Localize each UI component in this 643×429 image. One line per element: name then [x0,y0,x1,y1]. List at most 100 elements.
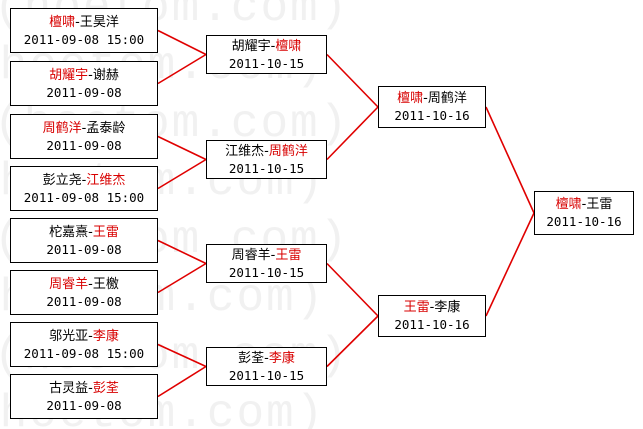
player-name: 王檄 [92,276,119,292]
match-date: 2011-09-08 [46,241,122,257]
winner-name: 王雷 [403,300,430,315]
separator: - [270,247,276,263]
separator: - [88,67,93,83]
match-players: 彭荃-李康 [238,350,295,367]
winner-name: 江维杰 [86,172,126,188]
connector-line [326,106,379,161]
match-players: 周睿羊-王檄 [49,276,119,293]
separator: - [88,276,93,292]
separator: - [88,380,93,396]
connector-line [157,343,207,368]
player-name: 周睿羊 [231,247,271,263]
winner-name: 檀啸 [555,197,582,212]
match-date: 2011-09-08 15:00 [23,345,145,361]
match-date: 2011-09-08 [46,137,122,153]
separator: - [81,120,87,136]
match-date: 2011-09-08 [46,293,122,309]
match-players: 檀啸-周鹤洋 [397,90,467,107]
connector-line [485,212,535,317]
match-players: 邬光亚-李康 [49,328,119,345]
connector-line [157,365,207,398]
separator: - [581,197,587,212]
player-name: 古灵益 [49,380,89,396]
connector-line [157,53,207,85]
player-name: 周鹤洋 [427,91,467,106]
match-players: 胡耀宇-檀啸 [232,38,302,55]
winner-name: 周鹤洋 [268,143,308,159]
separator: - [81,172,87,188]
winner-name: 周鹤洋 [42,120,82,136]
winner-name: 檀啸 [49,14,76,30]
player-name: 谢赫 [92,67,119,83]
match-players: 古灵益-彭荃 [49,380,119,397]
match-players: 周睿羊-王雷 [232,247,302,264]
match-date: 2011-10-15 [228,160,305,176]
connector-line [326,53,379,108]
match-date: 2011-10-16 [546,214,622,229]
player-name: 邬光亚 [49,328,89,344]
match-players: 周鹤洋-孟泰龄 [43,120,126,137]
player-name: 胡耀宇 [231,38,271,54]
winner-name: 王雷 [92,224,119,240]
player-name: 彭荃 [238,350,265,366]
connector-line [157,135,207,161]
winner-name: 檀啸 [397,91,424,106]
connector-line [157,239,207,265]
match-players: 江维杰-周鹤洋 [225,143,308,160]
winner-name: 周睿羊 [49,276,89,292]
match-players: 檀啸-王雷 [556,196,613,213]
separator: - [270,38,276,54]
match-players: 彭立尧-江维杰 [43,172,126,189]
player-name: 李康 [434,300,461,315]
winner-name: 彭荃 [92,380,119,396]
separator: - [75,14,80,30]
player-name: 彭立尧 [42,172,82,188]
match-players: 王雷-李康 [404,299,461,316]
match-date: 2011-10-16 [394,108,470,123]
match-players: 柁嘉熹-王雷 [49,224,119,241]
separator: - [88,224,93,240]
connector-line [157,262,207,294]
separator: - [429,300,435,315]
winner-name: 李康 [268,350,295,366]
match-date: 2011-09-08 [46,397,122,413]
match-date: 2011-09-08 15:00 [23,31,145,47]
winner-name: 胡耀宇 [49,67,89,83]
match-date: 2011-10-15 [228,367,305,383]
match-players: 胡耀宇-谢赫 [49,67,119,84]
connector-line [157,158,207,190]
match-date: 2011-10-16 [394,317,470,332]
connector-line [157,29,207,56]
separator: - [88,328,93,344]
winner-name: 檀啸 [275,38,302,54]
match-date: 2011-09-08 [46,84,122,100]
match-date: 2011-10-15 [228,264,305,280]
separator: - [264,350,269,366]
match-date: 2011-09-08 15:00 [23,189,145,205]
player-name: 王昊洋 [79,14,119,30]
connector-line [326,262,379,317]
connector-line [485,106,535,214]
winner-name: 王雷 [275,247,302,263]
connector-line [326,315,379,368]
match-date: 2011-10-15 [228,55,305,71]
separator: - [264,143,269,159]
separator: - [423,91,428,106]
match-players: 檀啸-王昊洋 [49,14,119,31]
